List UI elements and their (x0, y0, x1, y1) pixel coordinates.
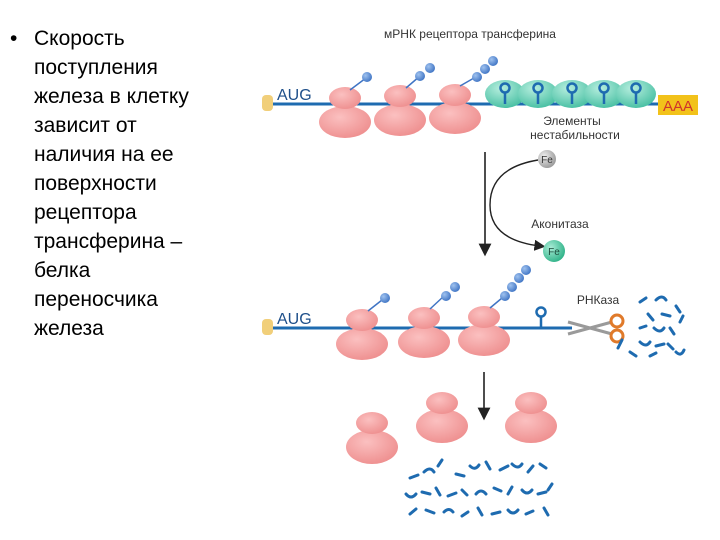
instability-label-line1: Элементы (543, 114, 601, 128)
ribosome-top-1 (319, 87, 371, 138)
polya-box (658, 95, 698, 115)
cap-middle (262, 319, 273, 335)
free-ribosome-1 (346, 412, 398, 464)
instability-elements (485, 80, 656, 108)
ribosome-top-2 (374, 85, 426, 136)
start-codon-middle: AUG (277, 311, 312, 328)
fe-free-label: Fe (541, 155, 553, 166)
ribosome-middle-2 (398, 307, 450, 358)
fe-bound: Fe (543, 240, 565, 262)
curved-arrow (489, 159, 546, 251)
nascent-chain-top-2 (405, 63, 435, 89)
start-codon-top: AUG (277, 87, 312, 104)
fe-free: Fe (538, 150, 556, 168)
rnase-label: РНКаза (577, 293, 620, 307)
free-ribosome-3 (505, 392, 557, 443)
stem-loop-2 (518, 80, 558, 108)
ribosome-top-3 (429, 84, 481, 134)
fe-bound-label: Fe (548, 247, 560, 258)
stem-loop-3 (552, 80, 592, 108)
ribosome-middle-3 (458, 306, 510, 356)
ribosome-middle-1 (336, 309, 388, 360)
polya-label: AAA (663, 98, 693, 115)
aconitase-label: Аконитаза (531, 217, 589, 231)
stem-loop-5 (616, 80, 656, 108)
nascent-chain-middle-1 (367, 293, 390, 312)
mrna-fragments-middle (616, 295, 686, 358)
mrna-fragments-bottom (404, 458, 554, 518)
cap-top (262, 95, 273, 111)
mrna-middle: AUG (262, 265, 686, 360)
free-ribosome-2 (416, 392, 468, 443)
instability-label-line2: нестабильности (530, 128, 620, 142)
nascent-chain-middle-3 (489, 265, 531, 309)
nascent-chain-top-1 (349, 72, 372, 91)
mrna-title: мРНК рецептора трансферина (384, 27, 556, 41)
bullet-marker: • (10, 27, 18, 50)
stem-loop-1 (485, 80, 525, 108)
nascent-chain-top-3 (459, 56, 498, 87)
bare-stem-loop (535, 306, 547, 328)
stem-loop-4 (584, 80, 624, 108)
free-ribosomes (346, 392, 557, 464)
scissors-icon (567, 313, 625, 344)
mrna-top: AUG (262, 56, 698, 142)
bullet-body-text: Скорость поступления железа в клетку зав… (34, 27, 189, 340)
iron-regulation: Fe Аконитаза Fe (478, 150, 589, 262)
nascent-chain-middle-2 (429, 282, 460, 310)
